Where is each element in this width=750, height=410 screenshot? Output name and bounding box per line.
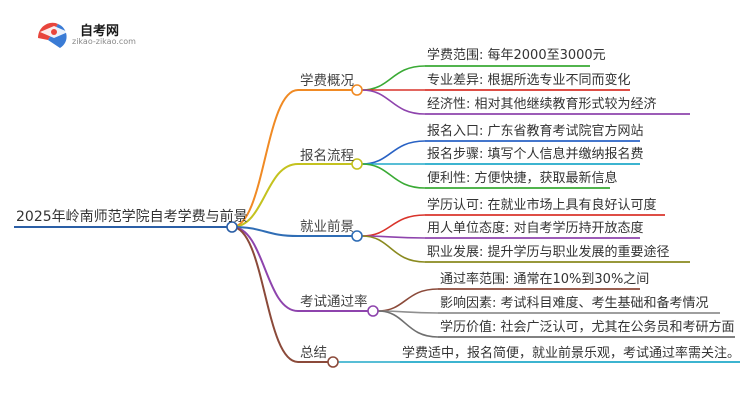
leaf-influencing-factors: 影响因素: 考试科目难度、考生基础和备考情况 [440,296,709,311]
connector-pass-rate-leaf-2 [377,310,439,338]
connector-fee-overview-leaf-0 [361,65,426,91]
connector-employment-leaf-2 [361,235,426,263]
connector-root-to-summary [231,226,299,363]
branch-label-fee-overview[interactable]: 学费概况 [300,73,354,89]
logo-cap-dot [51,29,57,35]
connector-fee-overview-leaf-2 [361,89,426,115]
leaf-major-difference: 专业差异: 根据所选专业不同而变化 [427,73,631,88]
site-logo[interactable]: 自考网 zikao-zikao.com [34,18,164,52]
leaf-summary-text: 学费适中，报名简便，就业前景乐观，考试通过率需关注。 [402,346,741,361]
leaf-degree-value: 学历价值: 社会广泛认可，尤其在公务员和考研方面 [440,320,735,335]
node-summary [327,356,339,368]
leaf-convenience: 便利性: 方便快捷，获取最新信息 [427,171,618,186]
connector-root-to-registration [231,163,299,228]
branch-label-summary[interactable]: 总结 [300,345,327,361]
leaf-degree-recognition: 学历认可: 在就业市场上具有良好认可度 [427,198,657,213]
node-registration [351,158,363,170]
graduation-cap-icon [38,22,68,48]
branch-label-pass-rate[interactable]: 考试通过率 [300,294,368,310]
node-fee-overview [351,84,363,96]
node-employment [351,230,363,242]
leaf-career-development: 职业发展: 提升学历与职业发展的重要途径 [427,245,670,260]
node-root [226,221,238,233]
node-pass-rate [367,305,379,317]
connector-root-to-employment [231,226,299,237]
connector-registration-leaf-0 [361,140,426,165]
leaf-fee-range: 学费范围: 每年2000至3000元 [427,48,606,63]
connector-root-to-pass-rate [231,226,299,312]
leaf-pass-rate-range: 通过率范围: 通常在10%到30%之间 [440,272,650,287]
leaf-registration-entry: 报名入口: 广东省教育考试院官方网站 [427,124,644,139]
leaf-employer-attitude: 用人单位态度: 对自考学历持开放态度 [427,221,644,236]
leaf-economy: 经济性: 相对其他继续教育形式较为经济 [427,97,657,112]
connector-employment-leaf-0 [361,214,426,237]
connector-registration-leaf-2 [361,163,426,189]
root-topic-label[interactable]: 2025年岭南师范学院自考学费与前景 [16,209,248,225]
connector-pass-rate-leaf-0 [377,288,439,312]
logo-title: 自考网 [80,24,120,39]
leaf-registration-steps: 报名步骤: 填写个人信息并缴纳报名费 [427,147,644,162]
branch-label-registration[interactable]: 报名流程 [300,148,354,164]
connector-root-to-fee-overview [231,89,299,228]
logo-subtitle: zikao-zikao.com [72,37,136,46]
branch-label-employment[interactable]: 就业前景 [300,219,354,235]
